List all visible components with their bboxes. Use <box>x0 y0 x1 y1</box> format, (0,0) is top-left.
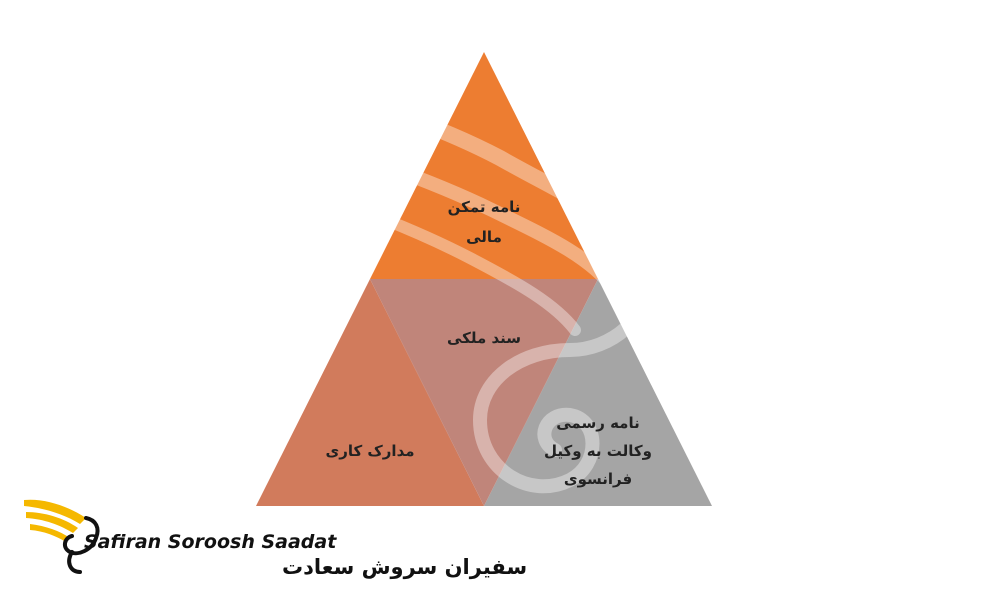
label-right-line-2: وکالت به وکیل <box>544 442 652 460</box>
segment-center <box>370 279 598 506</box>
label-right-line-1: نامه رسمی <box>556 414 640 432</box>
label-left: مدارک کاری <box>325 442 414 460</box>
label-left-line-1: مدارک کاری <box>325 442 414 460</box>
label-right: نامه رسمی وکالت به وکیل فرانسوی <box>544 414 652 488</box>
segment-top <box>370 52 598 279</box>
segment-right <box>484 279 712 506</box>
brand-name-en: Safiran Soroosh Saadat <box>84 531 337 553</box>
brand-logo: Safiran Soroosh Saadat سفیران سروش سعادت <box>24 499 527 579</box>
label-top-line-1: نامه تمکن <box>448 198 521 216</box>
label-top-line-2: مالی <box>466 228 502 246</box>
watermark-emblem-icon <box>254 64 716 494</box>
segment-left <box>256 279 484 506</box>
label-center: سند ملکی <box>447 329 521 347</box>
brand-name-fa: سفیران سروش سعادت <box>282 555 527 579</box>
label-right-line-3: فرانسوی <box>564 470 632 488</box>
label-center-line-1: سند ملکی <box>447 329 521 347</box>
wing-logo-icon <box>24 499 100 574</box>
label-top: نامه تمکن مالی <box>448 198 521 246</box>
